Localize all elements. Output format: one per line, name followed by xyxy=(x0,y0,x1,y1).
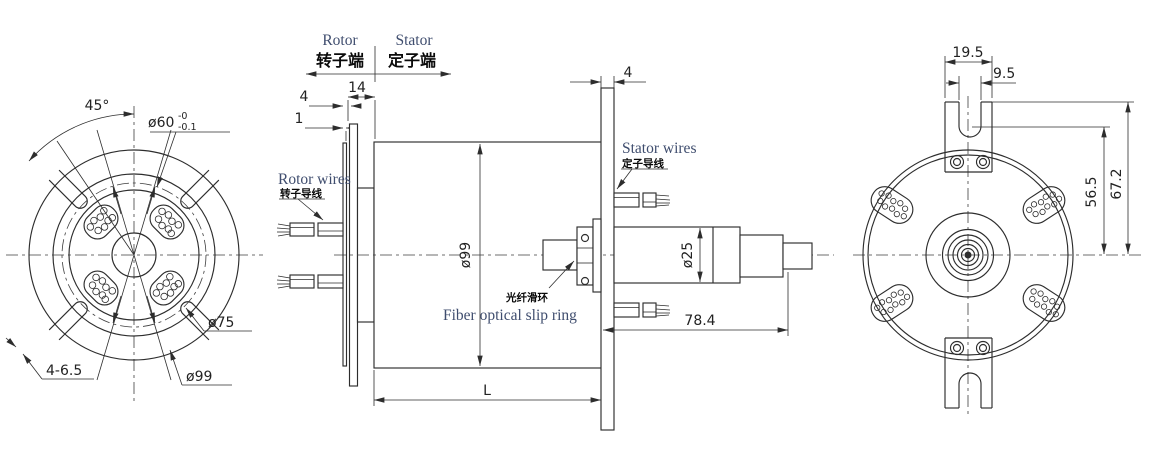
dim-hub-14: 14 xyxy=(348,80,366,96)
dim-angle-45: 45° xyxy=(85,98,110,114)
dim-plate-4: 4 xyxy=(624,65,633,81)
mount-slot-sw xyxy=(48,301,88,341)
flange-circle xyxy=(52,173,216,337)
stator-shaft-stub xyxy=(782,242,813,270)
outer-circle xyxy=(862,149,1074,361)
fiber-rotor-shaft xyxy=(542,239,578,271)
rotor-wire-bundle-upper xyxy=(276,222,344,237)
top-fork-bracket xyxy=(944,101,993,173)
mount-slot-nw xyxy=(48,169,88,209)
left-view-rotor-face: 45° ø60 -0 -0.1 ø75 ø99 4-6.5 xyxy=(5,98,263,404)
center-ring xyxy=(941,228,995,282)
position-arrow xyxy=(112,186,122,215)
hub-circle xyxy=(111,232,157,278)
rotor-flange-plate-1mm xyxy=(342,142,348,367)
rotor-wire-bundle-lower xyxy=(276,274,344,289)
stator-label-zh: 定子端 xyxy=(387,51,436,70)
leader-d99 xyxy=(169,349,183,386)
position-arrow xyxy=(112,295,122,324)
mount-slot-ne xyxy=(180,169,220,209)
bottom-fork-bracket xyxy=(944,337,993,409)
bolt-circle-d75 xyxy=(61,182,207,328)
stator-end-plate xyxy=(600,87,615,431)
fiber-slip-ring-flange xyxy=(592,218,602,293)
wire-bundle-sw xyxy=(865,279,919,327)
leader-d75 xyxy=(185,307,205,332)
dim-shaft-d25: ø25 xyxy=(680,242,696,268)
outer-circle-d99 xyxy=(28,149,240,361)
dim-d60-tol-lower: -0.1 xyxy=(178,122,197,133)
center-ring xyxy=(960,247,976,263)
center-ring xyxy=(956,243,980,267)
center-ring xyxy=(952,239,984,271)
stator-label-en: Stator xyxy=(395,32,433,49)
dim-slots-4-6.5: 4-6.5 xyxy=(46,363,82,379)
stator-wires-label-en: Stator wires xyxy=(622,140,696,157)
rotor-label-en: Rotor xyxy=(322,32,358,49)
wire-bundle-sw xyxy=(78,265,124,311)
dim-9.5: 9.5 xyxy=(993,66,1015,82)
dim-d75: ø75 xyxy=(208,315,234,331)
angle-45-radial-line xyxy=(56,140,135,256)
leader-fiber xyxy=(548,260,575,289)
dim-d60-tol-upper: -0 xyxy=(178,111,187,122)
angle-45-arc xyxy=(28,111,135,162)
rotor-label-zh: 转子端 xyxy=(316,51,364,70)
dim-flange-4: 4 xyxy=(300,89,309,105)
middle-view-section: Rotor Stator 转子端 定子端 14 4 1 4 ø99 xyxy=(276,32,834,431)
dim-d99: ø99 xyxy=(186,369,212,385)
position-arrow xyxy=(146,295,156,324)
wire-bundle-se xyxy=(144,265,190,311)
stator-shaft-d25 xyxy=(613,226,741,284)
mount-slot-se xyxy=(180,301,220,341)
center-ring xyxy=(947,234,989,276)
dim-d60: ø60 xyxy=(148,115,174,131)
fiber-bolt-bottom xyxy=(580,276,590,286)
wire-bundle-ne xyxy=(144,199,190,245)
stator-wire-bundle-upper xyxy=(613,192,671,208)
dim-gap-1: 1 xyxy=(295,111,304,127)
leader-stator-wires xyxy=(616,168,633,190)
wire-bundle-se xyxy=(1017,279,1071,327)
stator-shaft-step xyxy=(739,234,784,278)
fiber-bolt-top xyxy=(580,233,590,243)
dim-19.5: 19.5 xyxy=(952,45,983,61)
dim-L: L xyxy=(483,383,491,399)
position-arrow xyxy=(146,186,156,215)
leader-rotor-wires xyxy=(297,198,324,221)
leader-slots-arrow2 xyxy=(5,337,17,348)
stator-wire-bundle-lower xyxy=(613,302,671,318)
leader-d60 xyxy=(156,131,177,188)
rotor-wires-label-zh: 转子导线 xyxy=(280,187,322,200)
rotor-wires-label-en: Rotor wires xyxy=(278,171,351,188)
right-view-stator-face: 19.5 9.5 56.5 67.2 xyxy=(853,45,1141,416)
inner-rim-circle xyxy=(867,154,1069,356)
dim-78.4: 78.4 xyxy=(684,313,715,329)
stator-wires-label-zh: 定子导线 xyxy=(621,157,664,170)
fiber-label-zh: 光纤滑环 xyxy=(505,291,548,304)
dim-56.5: 56.5 xyxy=(1084,176,1100,207)
spigot-circle-d60 xyxy=(68,189,200,321)
dim-67.2: 67.2 xyxy=(1109,168,1125,199)
leader-slots xyxy=(22,353,43,380)
fiber-label-en: Fiber optical slip ring xyxy=(443,307,577,324)
center-boss-circle xyxy=(925,212,1011,298)
center-dot xyxy=(964,251,972,259)
